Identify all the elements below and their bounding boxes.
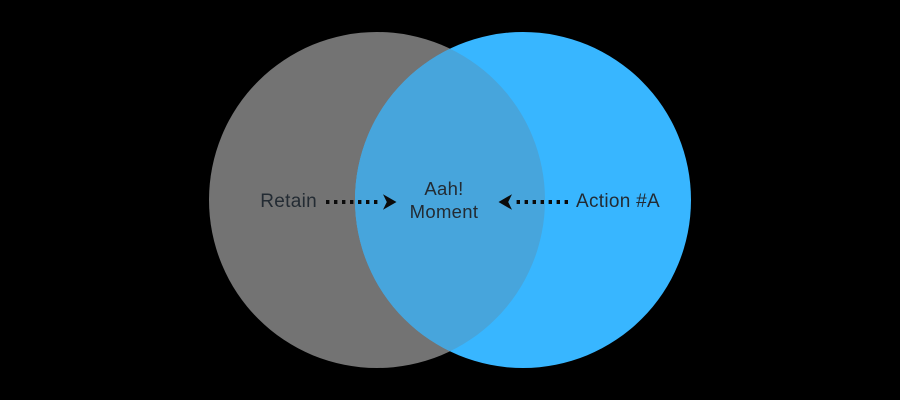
left-arrowhead-icon: [383, 194, 397, 210]
right-arrowhead-icon: [498, 194, 512, 210]
right-label: Action #A: [576, 191, 660, 212]
overlap-region: [355, 32, 545, 368]
left-label: Retain: [260, 191, 317, 212]
center-label-line2: Moment: [410, 201, 479, 222]
center-label-line1: Aah!: [424, 178, 463, 199]
